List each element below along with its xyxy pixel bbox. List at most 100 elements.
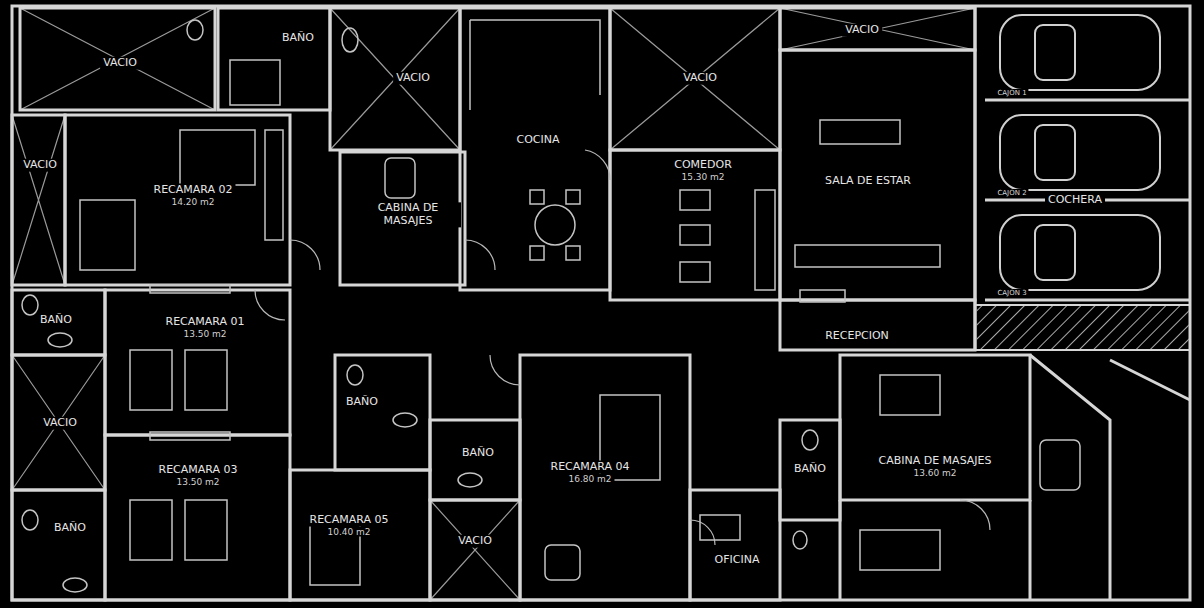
room-name: VACIO — [20, 159, 60, 172]
room-label: BAÑO — [791, 463, 829, 476]
furniture-part — [185, 350, 227, 410]
fixture-part — [22, 295, 38, 315]
parking-label: CAJON 2 — [995, 189, 1028, 197]
room-label: VACIO — [680, 72, 720, 85]
door-swing-part — [465, 240, 495, 270]
void-crosse-part — [20, 8, 215, 110]
wall-part — [460, 8, 610, 290]
room-label: BAÑO — [37, 314, 75, 327]
door-swing-part — [255, 290, 285, 320]
room-area: 16.80 m2 — [565, 473, 614, 483]
void-crosse-part — [330, 8, 460, 150]
room-label: BAÑO — [343, 396, 381, 409]
room-label: RECAMARA 0113.50 m2 — [162, 316, 247, 339]
car-part — [1035, 225, 1075, 280]
room-name: RECAMARA 01 — [162, 316, 247, 329]
furniture — [80, 20, 1080, 585]
room-label: COMEDOR15.30 m2 — [671, 159, 735, 182]
void-crosse-part — [12, 115, 65, 285]
room-label: VACIO — [100, 57, 140, 70]
furniture-part — [566, 246, 580, 260]
room-label: VACIO — [20, 159, 60, 172]
room-label: VACIO — [40, 417, 80, 430]
wall-part — [12, 290, 105, 355]
room-label: BAÑO — [459, 447, 497, 460]
room-name: COCHERA — [1045, 194, 1105, 207]
wall-part — [12, 490, 105, 600]
fixture-part — [187, 20, 203, 40]
car-part — [1035, 125, 1075, 180]
wall-part — [65, 115, 290, 285]
room-name: BAÑO — [51, 522, 89, 535]
fixture-part — [347, 365, 363, 385]
furniture-part — [700, 515, 740, 540]
room-label: COCINA — [513, 134, 562, 147]
room-label: RECAMARA 0214.20 m2 — [150, 184, 235, 207]
room-name: VACIO — [100, 57, 140, 70]
furniture-part — [795, 245, 940, 267]
room-name: CABINA DE MASAJES — [875, 455, 994, 468]
furniture-part — [860, 530, 940, 570]
room-name: VACIO — [455, 535, 495, 548]
room-name: RECAMARA 04 — [547, 461, 632, 474]
furniture-part — [680, 262, 710, 282]
room-area: 13.50 m2 — [180, 328, 229, 338]
door-swing-part — [585, 150, 610, 180]
door-swings — [255, 150, 990, 545]
room-name: BAÑO — [279, 32, 317, 45]
room-name: VACIO — [680, 72, 720, 85]
furniture-part — [130, 350, 172, 410]
room-area: 15.30 m2 — [678, 171, 727, 181]
furniture-part — [150, 285, 230, 293]
fixture-part — [458, 473, 482, 487]
void-crosse-part — [430, 500, 520, 600]
furniture-part — [755, 190, 775, 290]
furniture-part — [185, 500, 227, 560]
furniture-part — [680, 190, 710, 210]
room-label: SALA DE ESTAR — [822, 175, 914, 188]
wall-part — [105, 435, 290, 600]
wall-part — [610, 8, 780, 150]
room-label: BAÑO — [51, 522, 89, 535]
room-name: RECAMARA 02 — [150, 184, 235, 197]
door-swing-part — [690, 520, 715, 545]
void-crosse-part — [780, 8, 975, 50]
door-swing-part — [490, 355, 520, 385]
wall-part — [780, 300, 975, 350]
furniture-part — [1040, 440, 1080, 490]
wall-part — [840, 500, 1030, 600]
wall-part — [780, 8, 975, 50]
room-name: BAÑO — [343, 396, 381, 409]
wall-part — [780, 420, 840, 520]
room-label: CABINA DE MASAJES — [355, 202, 455, 227]
furniture-part — [880, 375, 940, 415]
void-crosses — [12, 8, 975, 600]
ramp-hatch — [975, 305, 1190, 350]
room-name: COMEDOR — [671, 159, 735, 172]
furniture-part — [545, 545, 580, 580]
wall-part — [430, 420, 520, 500]
wall-part — [290, 470, 430, 600]
wall-part — [430, 500, 520, 600]
door-swing-part — [960, 500, 990, 530]
wall-part — [12, 355, 105, 490]
furniture-part — [180, 130, 255, 185]
furniture-part — [800, 290, 845, 302]
room-name: BAÑO — [37, 314, 75, 327]
room-name: VACIO — [393, 72, 433, 85]
fixture-part — [793, 531, 807, 549]
room-area: 13.50 m2 — [173, 476, 222, 486]
furniture-part — [385, 158, 415, 198]
car-part — [1035, 25, 1075, 80]
room-label: RECAMARA 0313.50 m2 — [155, 464, 240, 487]
room-name: VACIO — [842, 24, 882, 37]
room-label: RECAMARA 0510.40 m2 — [306, 514, 391, 537]
furniture-part — [470, 20, 600, 110]
furniture-part — [530, 246, 544, 260]
room-label: RECAMARA 0416.80 m2 — [547, 461, 632, 484]
car-part — [1000, 15, 1160, 90]
furniture-part — [80, 200, 135, 270]
wall-part — [12, 6, 1190, 600]
